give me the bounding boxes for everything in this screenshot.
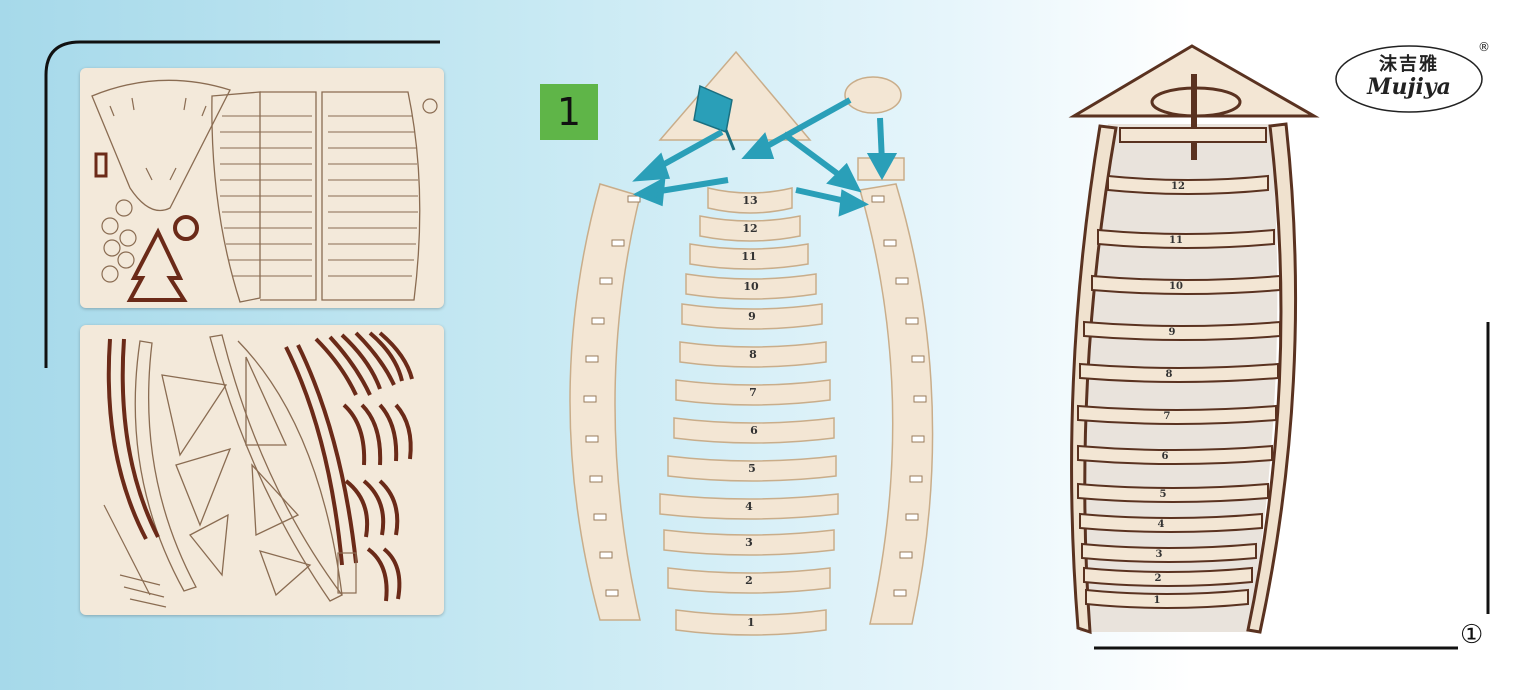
slot [583, 395, 597, 403]
assembled-left-side [1070, 124, 1118, 635]
slot [905, 513, 919, 521]
final-step-marker: ① [1460, 620, 1484, 650]
assembled-shelf-label: 5 [1160, 489, 1167, 500]
exploded-shelf [699, 215, 801, 242]
assembled-shelf [1091, 274, 1281, 295]
assembled-shelf-label: 6 [1162, 451, 1169, 462]
assembled-shelf-label: 3 [1156, 549, 1163, 560]
slot [611, 239, 625, 247]
sheet-top-cuts [91, 79, 438, 303]
assembled-shelf [1077, 444, 1273, 465]
exploded-shelf-label: 7 [749, 386, 757, 399]
assembled-shelf-label: 7 [1164, 411, 1171, 422]
exploded-shelf [681, 303, 823, 330]
slot [913, 395, 927, 403]
exploded-shelf-label: 12 [742, 222, 757, 235]
slot [883, 239, 897, 247]
exploded-shelf [667, 455, 837, 482]
exploded-shelf [659, 493, 839, 520]
registered-mark: ® [1478, 40, 1490, 54]
exploded-shelf-label: 10 [743, 280, 759, 293]
slot [895, 277, 909, 285]
slot [899, 551, 913, 559]
left-side-arc [569, 183, 641, 621]
assembled-shelf [1107, 174, 1269, 195]
assembly-arrows [632, 97, 898, 217]
exploded-shelf-label: 1 [747, 616, 755, 629]
assembled-right-side [1246, 122, 1298, 634]
sheet-bottom [80, 325, 444, 615]
assembled-shelf [1097, 228, 1275, 249]
assembled-shelf [1077, 404, 1277, 425]
slot [585, 435, 599, 443]
assembled-shelf [1083, 566, 1253, 587]
slot [909, 475, 923, 483]
exploded-shelf [689, 243, 809, 270]
slot [585, 355, 599, 363]
sheet-top [80, 68, 444, 308]
slot [871, 195, 885, 203]
slot [893, 589, 907, 597]
brand-logo [1335, 45, 1483, 113]
slot [911, 355, 925, 363]
exploded-shelf-label: 4 [745, 500, 753, 513]
assembled-shelf-label: 4 [1158, 519, 1165, 530]
assembled-shelf [1077, 482, 1269, 503]
side-slots [583, 195, 927, 597]
exploded-shelf [673, 417, 835, 444]
exploded-shelf-label: 6 [750, 424, 758, 437]
top-disc-piece [844, 76, 902, 114]
exploded-shelf [667, 567, 831, 594]
exploded-shelf-label: 8 [749, 348, 757, 361]
slot [911, 435, 925, 443]
assembled-shelf [1079, 362, 1279, 383]
assembled-shelf-label: 1 [1154, 595, 1161, 606]
exploded-shelf-label: 3 [745, 536, 753, 549]
slot [593, 513, 607, 521]
exploded-shelf [685, 273, 817, 300]
slot [605, 589, 619, 597]
exploded-shelf-label: 2 [745, 574, 753, 587]
slot [599, 277, 613, 285]
brand-name-chinese: 沫吉雅 [1379, 54, 1439, 75]
exploded-shelf-label: 9 [748, 310, 756, 323]
assembled-shelf-label: 10 [1169, 281, 1183, 292]
exploded-shelf [707, 187, 793, 214]
slot [627, 195, 641, 203]
assembled-shelf [1083, 320, 1281, 341]
brand-name-english: Mujiya [1367, 74, 1451, 100]
exploded-shelf-label: 13 [742, 194, 757, 207]
assembled-shelf [1081, 542, 1257, 563]
assembled-shelf-label: 11 [1169, 235, 1183, 246]
assembled-shelf [1085, 588, 1249, 609]
exploded-shelf [663, 529, 835, 556]
exploded-shelf-label: 11 [741, 250, 756, 263]
exploded-shelf [675, 609, 827, 636]
sheet-bottom-cuts [103, 331, 414, 608]
glue-bottle-icon [693, 84, 736, 151]
exploded-shelf [675, 379, 831, 406]
assembled-shelf-label: 12 [1171, 181, 1185, 192]
assembled-shelf-label: 8 [1166, 369, 1173, 380]
assembled-shelf-label: 9 [1169, 327, 1176, 338]
slot [905, 317, 919, 325]
slot [599, 551, 613, 559]
exploded-shelf-label: 5 [748, 462, 756, 475]
slot [589, 475, 603, 483]
exploded-shelf [679, 341, 827, 368]
step-number-badge: 1 [540, 84, 598, 140]
assembled-shelf-label: 2 [1155, 573, 1162, 584]
assembled-shelf [1079, 512, 1263, 533]
slot [591, 317, 605, 325]
